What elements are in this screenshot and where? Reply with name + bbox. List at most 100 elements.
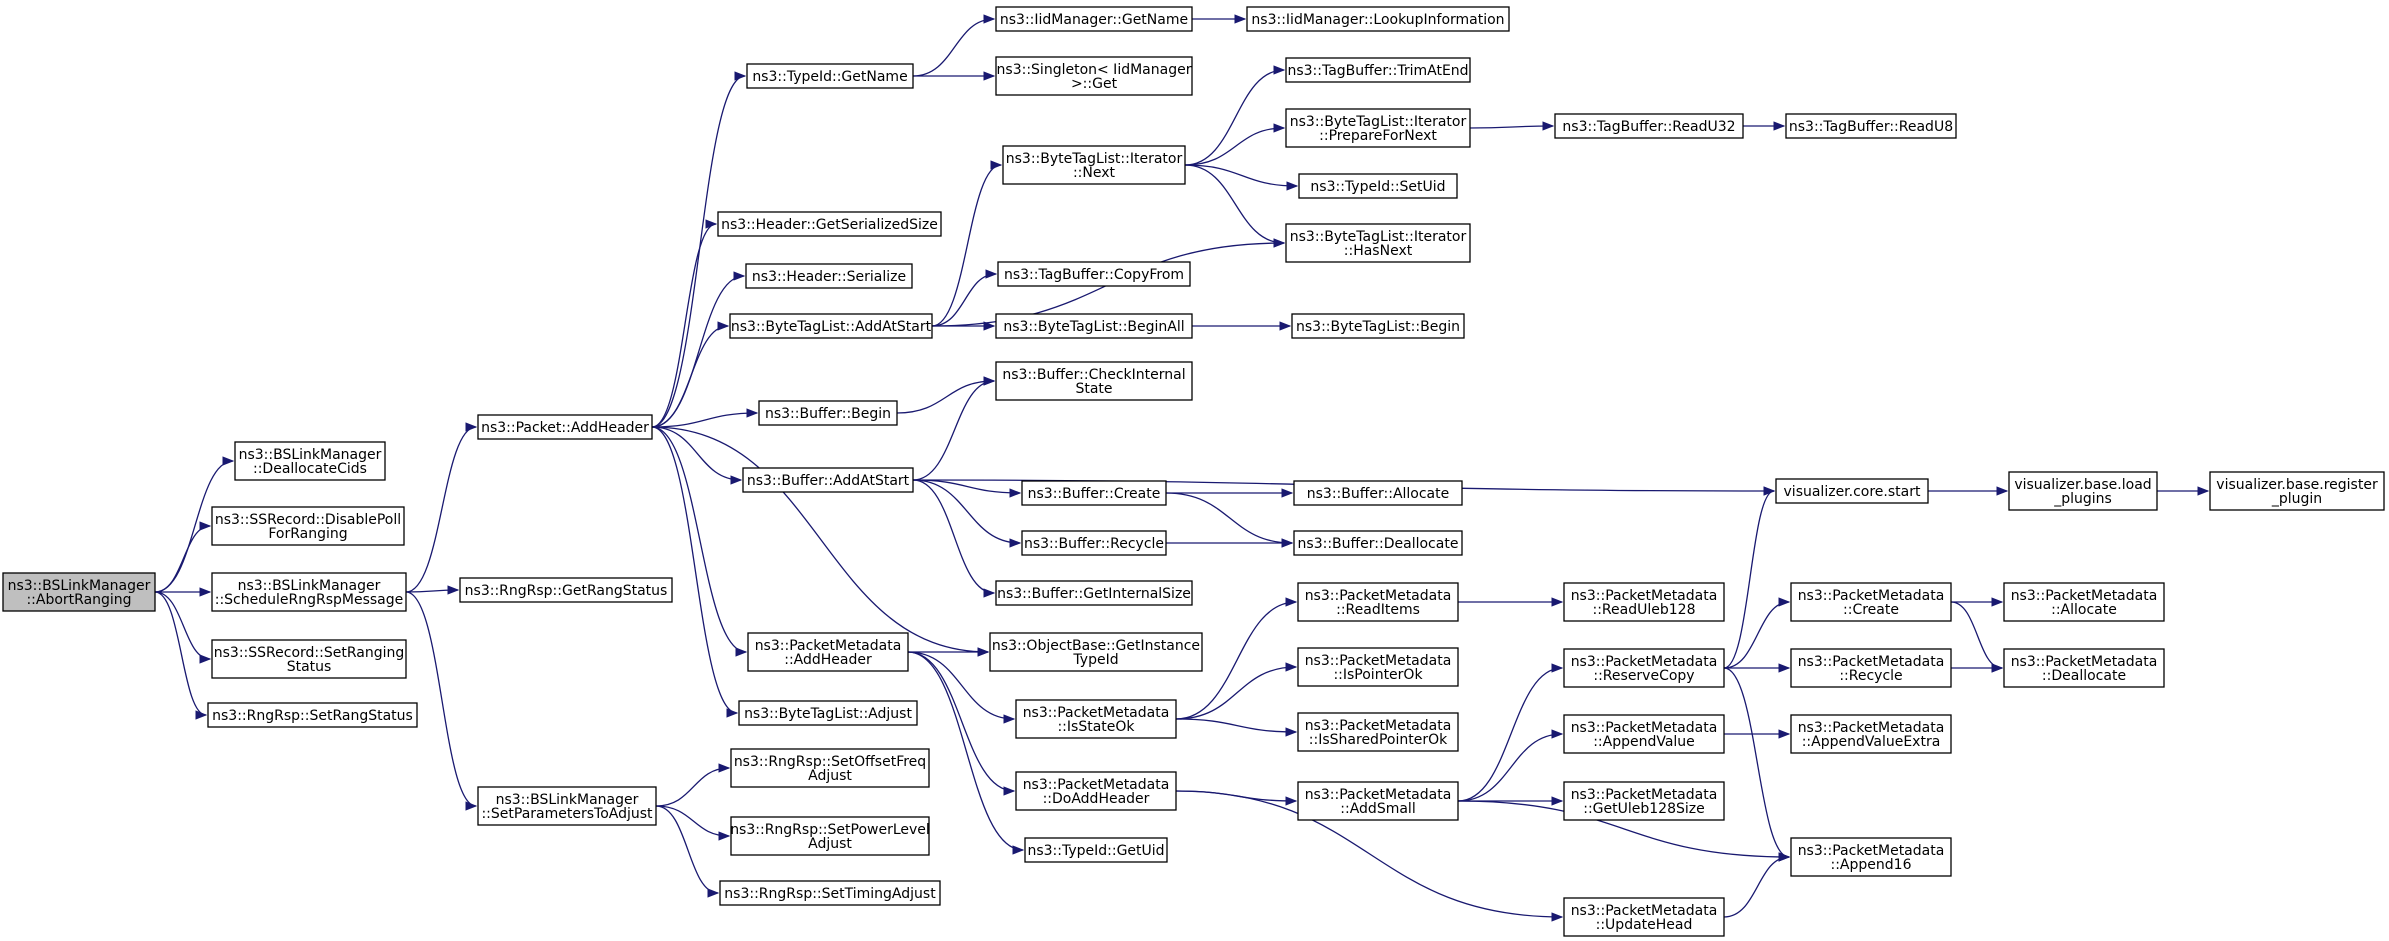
node-label: ns3::Buffer::GetInternalSize: [997, 586, 1191, 602]
node-label: ns3::TypeId::GetName: [752, 69, 907, 85]
node-pm-deallocate[interactable]: ns3::PacketMetadata::Deallocate: [2003, 648, 2165, 688]
node-btl-beginall[interactable]: ns3::ByteTagList::BeginAll: [995, 313, 1193, 339]
node-label: ns3::IidManager::LookupInformation: [1251, 12, 1504, 28]
node-singleton-get[interactable]: ns3::Singleton< IidManager>::Get: [995, 56, 1193, 96]
node-viz-load-plugins[interactable]: visualizer.base.load_plugins: [2008, 471, 2158, 511]
node-btl-iter-prepare[interactable]: ns3::ByteTagList::Iterator::PrepareForNe…: [1285, 108, 1471, 148]
node-iid-lookup[interactable]: ns3::IidManager::LookupInformation: [1246, 6, 1510, 32]
node-pm-allocate[interactable]: ns3::PacketMetadata::Allocate: [2003, 582, 2165, 622]
node-tb-readu32[interactable]: ns3::TagBuffer::ReadU32: [1554, 113, 1744, 139]
node-label: ns3::BSLinkManager: [496, 792, 639, 808]
node-box: [1002, 145, 1186, 185]
node-typeid-getname[interactable]: ns3::TypeId::GetName: [746, 63, 914, 89]
node-pm-getuleb128size[interactable]: ns3::PacketMetadata::GetUleb128Size: [1563, 781, 1725, 821]
node-box: [211, 506, 405, 546]
node-rngrsp-settiming[interactable]: ns3::RngRsp::SetTimingAdjust: [719, 880, 941, 906]
node-schedule-rng[interactable]: ns3::BSLinkManager::ScheduleRngRspMessag…: [211, 572, 407, 612]
node-pm-recycle[interactable]: ns3::PacketMetadata::Recycle: [1790, 648, 1952, 688]
node-label: ::ScheduleRngRspMessage: [215, 592, 404, 608]
node-pm-readitems[interactable]: ns3::PacketMetadata::ReadItems: [1297, 582, 1459, 622]
node-label: ::AppendValue: [1593, 734, 1695, 750]
node-pm-isstateok[interactable]: ns3::PacketMetadata::IsStateOk: [1015, 699, 1177, 739]
node-label: ns3::PacketMetadata: [1305, 653, 1452, 669]
node-label: ns3::ByteTagList::Iterator: [1006, 151, 1183, 167]
node-pm-updatehead[interactable]: ns3::PacketMetadata::UpdateHead: [1563, 897, 1725, 937]
node-viz-register-plugin[interactable]: visualizer.base.register_plugin: [2209, 471, 2385, 511]
node-box: [1246, 6, 1510, 32]
edge-btl-addatstart-to-tb-copyfrom: [931, 269, 998, 327]
node-label: ns3::BSLinkManager: [238, 578, 381, 594]
node-pm-appendvalue[interactable]: ns3::PacketMetadata::AppendValue: [1563, 714, 1725, 754]
edge-packet-addheader-to-buffer-addatstart: [651, 426, 743, 485]
node-btl-iter-hasnext[interactable]: ns3::ByteTagList::Iterator::HasNext: [1285, 223, 1471, 263]
edge-packet-addheader-to-header-ser: [651, 271, 746, 428]
edge-buffer-addatstart-to-buffer-recycle: [912, 479, 1022, 548]
node-packet-addheader[interactable]: ns3::Packet::AddHeader: [477, 414, 653, 440]
node-label: ns3::PacketMetadata: [1798, 654, 1945, 670]
node-label: Status: [287, 659, 332, 675]
node-pm-doaddheader[interactable]: ns3::PacketMetadata::DoAddHeader: [1015, 771, 1177, 811]
node-tb-trimatend[interactable]: ns3::TagBuffer::TrimAtEnd: [1285, 57, 1471, 83]
node-rngrsp-setrang[interactable]: ns3::RngRsp::SetRangStatus: [207, 702, 418, 728]
node-box: [746, 63, 914, 89]
node-label: ::HasNext: [1344, 243, 1413, 259]
node-buffer-deallocate[interactable]: ns3::Buffer::Deallocate: [1293, 530, 1463, 556]
node-pm-readuleb128[interactable]: ns3::PacketMetadata::ReadUleb128: [1563, 582, 1725, 622]
node-btl-adjust[interactable]: ns3::ByteTagList::Adjust: [738, 700, 918, 726]
node-typeid-getuid[interactable]: ns3::TypeId::GetUid: [1024, 837, 1168, 863]
node-pm-append16[interactable]: ns3::PacketMetadata::Append16: [1790, 837, 1952, 877]
node-buffer-recycle[interactable]: ns3::Buffer::Recycle: [1021, 530, 1167, 556]
node-label: ::GetUleb128Size: [1583, 801, 1704, 817]
node-pm-issharedpointerok[interactable]: ns3::PacketMetadata::IsSharedPointerOk: [1297, 712, 1459, 752]
node-label: ns3::ByteTagList::Begin: [1296, 319, 1460, 335]
node-buffer-allocate[interactable]: ns3::Buffer::Allocate: [1293, 480, 1463, 506]
node-label: ns3::TagBuffer::ReadU32: [1562, 119, 1735, 135]
node-box: [234, 441, 386, 481]
node-pm-appendvalueextra[interactable]: ns3::PacketMetadata::AppendValueExtra: [1790, 714, 1952, 754]
edge-pm-doaddheader-to-pm-updatehead: [1175, 790, 1564, 922]
node-typeid-setuid[interactable]: ns3::TypeId::SetUid: [1298, 173, 1458, 199]
node-dealloc-cids[interactable]: ns3::BSLinkManager::DeallocateCids: [234, 441, 386, 481]
node-pm-ispointerok[interactable]: ns3::PacketMetadata::IsPointerOk: [1297, 647, 1459, 687]
node-box: [2003, 582, 2165, 622]
node-btl-begin[interactable]: ns3::ByteTagList::Begin: [1291, 313, 1465, 339]
node-abort-ranging[interactable]: ns3::BSLinkManager::AbortRanging: [2, 572, 156, 612]
node-label: visualizer.core.start: [1784, 484, 1921, 500]
node-pm-addsmall[interactable]: ns3::PacketMetadata::AddSmall: [1297, 781, 1459, 821]
node-set-params[interactable]: ns3::BSLinkManager::SetParametersToAdjus…: [477, 786, 657, 826]
node-pm-reservecopy[interactable]: ns3::PacketMetadata::ReserveCopy: [1563, 648, 1725, 688]
node-buffer-begin[interactable]: ns3::Buffer::Begin: [758, 400, 898, 426]
node-label: ns3::Buffer::Allocate: [1307, 486, 1450, 502]
node-tb-copyfrom[interactable]: ns3::TagBuffer::CopyFrom: [997, 261, 1191, 287]
node-btl-iter-next[interactable]: ns3::ByteTagList::Iterator::Next: [1002, 145, 1186, 185]
edge-pm-create-to-pm-deallocate: [1950, 601, 2004, 673]
node-box: [1563, 648, 1725, 688]
node-pm-addheader[interactable]: ns3::PacketMetadata::AddHeader: [747, 632, 909, 672]
node-box: [719, 880, 941, 906]
node-pm-create[interactable]: ns3::PacketMetadata::Create: [1790, 582, 1952, 622]
node-iid-getname[interactable]: ns3::IidManager::GetName: [995, 6, 1193, 32]
node-box: [995, 6, 1193, 32]
edge-pm-updatehead-to-pm-append16: [1723, 852, 1791, 918]
node-header-ser[interactable]: ns3::Header::Serialize: [745, 263, 913, 289]
node-box: [717, 211, 942, 237]
node-buffer-addatstart[interactable]: ns3::Buffer::AddAtStart: [742, 467, 914, 493]
node-viz-core-start[interactable]: visualizer.core.start: [1775, 478, 1929, 504]
node-rngrsp-getrang[interactable]: ns3::RngRsp::GetRangStatus: [459, 577, 673, 603]
node-buffer-create[interactable]: ns3::Buffer::Create: [1021, 480, 1167, 506]
nodes-layer: ns3::BSLinkManager::AbortRangingns3::BSL…: [2, 6, 2385, 937]
node-btl-addatstart[interactable]: ns3::ByteTagList::AddAtStart: [729, 313, 933, 339]
node-header-getser[interactable]: ns3::Header::GetSerializedSize: [717, 211, 942, 237]
node-buffer-getinternal[interactable]: ns3::Buffer::GetInternalSize: [995, 580, 1193, 606]
node-tb-readu8[interactable]: ns3::TagBuffer::ReadU8: [1785, 113, 1957, 139]
node-label: ::ReadItems: [1336, 602, 1420, 618]
node-label: ns3::RngRsp::SetTimingAdjust: [724, 886, 936, 902]
node-label: ::AppendValueExtra: [1802, 734, 1941, 750]
node-label: ::DeallocateCids: [253, 461, 367, 477]
